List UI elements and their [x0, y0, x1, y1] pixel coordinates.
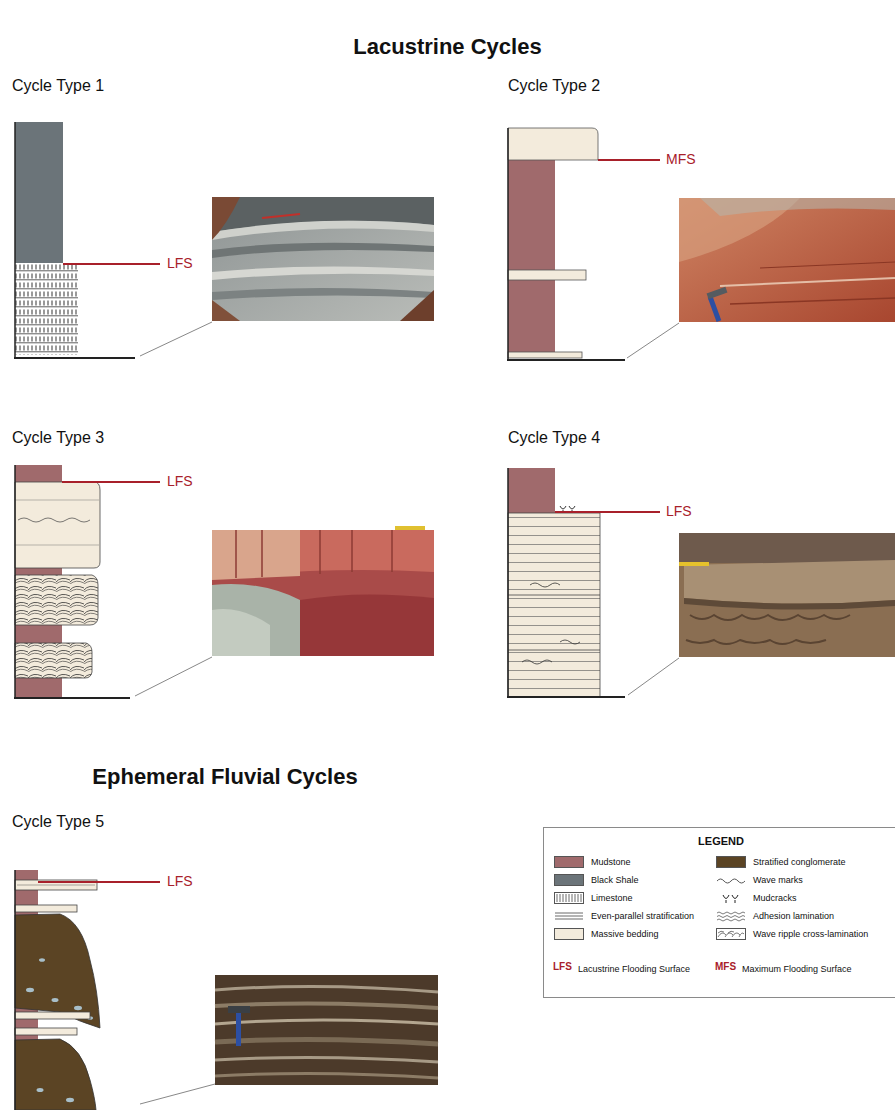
legend-abbreviation: MFS: [715, 961, 736, 973]
legend-label: Mudcracks: [753, 892, 797, 904]
surface-label: LFS: [167, 473, 193, 490]
legend-swatch: [554, 874, 584, 886]
surface-label: MFS: [666, 151, 696, 168]
surface-label: LFS: [167, 873, 193, 890]
legend-label: Massive bedding: [591, 928, 659, 940]
legend-symbol: [554, 910, 584, 922]
cycle-title: Cycle Type 4: [508, 428, 600, 447]
cycle-title: Cycle Type 3: [12, 428, 104, 447]
cycle-title: Cycle Type 5: [12, 812, 104, 831]
legend-label: Lacustrine Flooding Surface: [578, 963, 690, 975]
legend-heading: LEGEND: [544, 828, 895, 847]
section-heading: Lacustrine Cycles: [0, 34, 895, 60]
legend-swatch: [554, 928, 584, 940]
legend-label: Maximum Flooding Surface: [742, 963, 852, 975]
legend-symbol: [554, 892, 584, 904]
legend-symbol: [716, 874, 746, 886]
cycle-title: Cycle Type 2: [508, 76, 600, 95]
legend-swatch: [554, 856, 584, 868]
surface-label: LFS: [666, 503, 692, 520]
legend-label: Wave ripple cross-lamination: [753, 928, 868, 940]
legend-label: Wave marks: [753, 874, 803, 886]
legend-swatch: [716, 856, 746, 868]
legend-label: Mudstone: [591, 856, 631, 868]
legend-label: Limestone: [591, 892, 633, 904]
legend-label: Black Shale: [591, 874, 639, 886]
legend-symbol: [716, 910, 746, 922]
legend-symbol: [716, 892, 746, 904]
legend-abbreviation: LFS: [553, 961, 572, 973]
surface-label: LFS: [167, 255, 193, 272]
cycle-title: Cycle Type 1: [12, 76, 104, 95]
legend-label: Stratified conglomerate: [753, 856, 846, 868]
legend-label: Adhesion lamination: [753, 910, 834, 922]
legend-label: Even-parallel stratification: [591, 910, 694, 922]
section-heading: Ephemeral Fluvial Cycles: [40, 764, 410, 790]
legend-symbol: [716, 928, 746, 940]
legend-box: LEGEND MudstoneBlack ShaleLimestoneEven-p…: [543, 827, 895, 998]
